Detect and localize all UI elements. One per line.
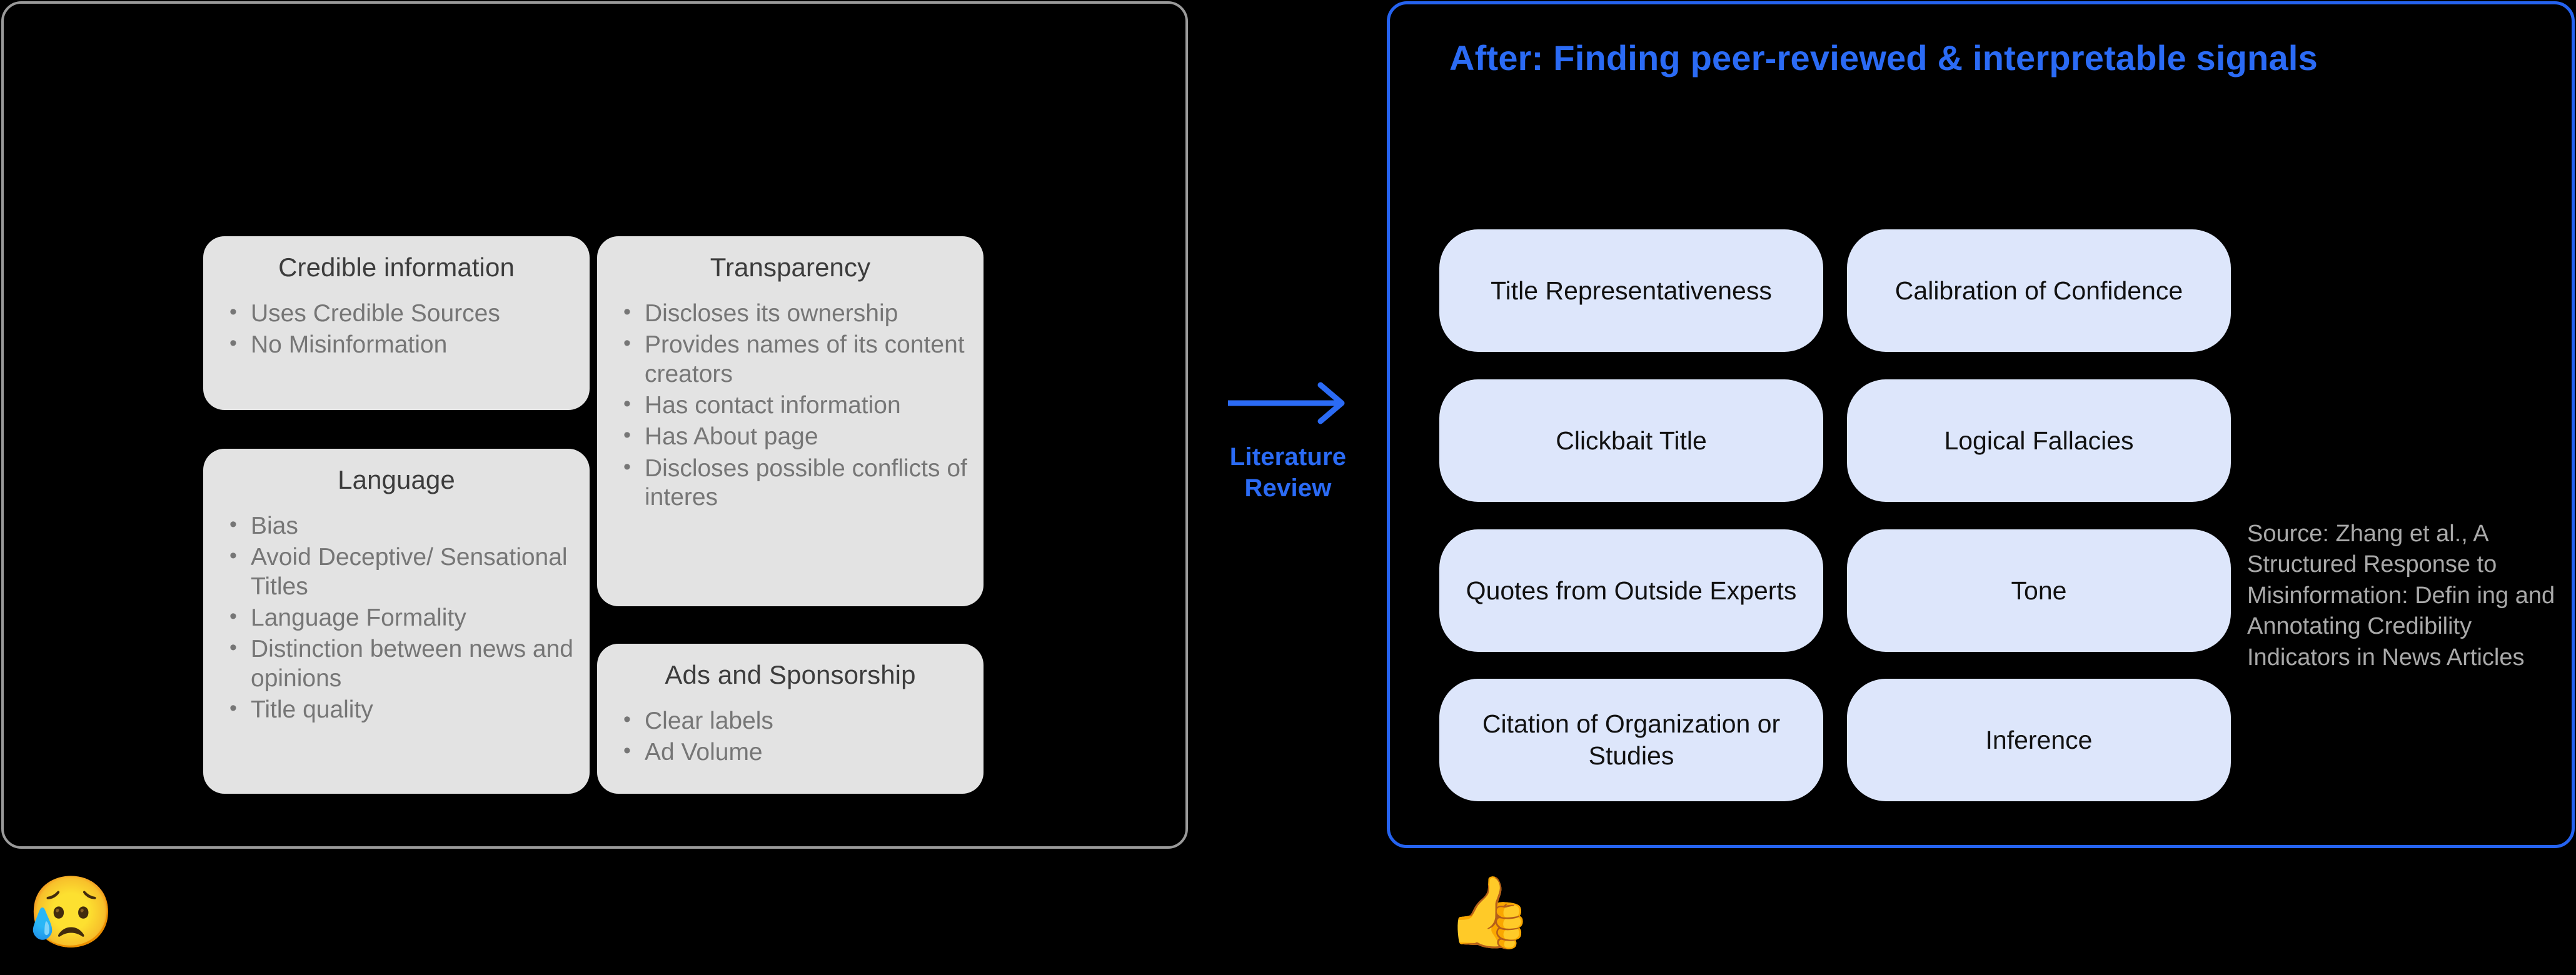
sad-but-relieved-face-icon: 😥 xyxy=(28,873,115,951)
list-item: Language Formality xyxy=(224,602,573,632)
literature-review-line2: Review xyxy=(1244,474,1332,502)
signal-card-citation-of-organization-or-studies[interactable]: Citation of Organization or Studies xyxy=(1439,679,1823,801)
thumbs-up-icon: 👍 xyxy=(1446,873,1533,951)
signal-card-tone[interactable]: Tone xyxy=(1847,529,2231,652)
card-title: Language xyxy=(338,465,455,494)
list-item: No Misinformation xyxy=(224,329,573,359)
signal-card-clickbait-title[interactable]: Clickbait Title xyxy=(1439,379,1823,502)
list-item: Discloses possible conflicts of interes xyxy=(618,453,967,512)
signal-card-title-representativeness[interactable]: Title Representativeness xyxy=(1439,229,1823,352)
list-item: Uses Credible Sources xyxy=(224,298,573,328)
right-arrow-icon xyxy=(1228,382,1345,424)
card-title: Credible information xyxy=(278,252,515,282)
list-item: Avoid Deceptive/ Sensational Titles xyxy=(224,542,573,601)
literature-review-transition: Literature Review xyxy=(1207,381,1369,504)
signal-card-quotes-from-outside-experts[interactable]: Quotes from Outside Experts xyxy=(1439,529,1823,652)
card-credible-information: Credible information Uses Credible Sourc… xyxy=(203,236,590,410)
card-transparency: Transparency Discloses its ownership Pro… xyxy=(597,236,984,606)
source-citation: Source: Zhang et al., A Structured Respo… xyxy=(2247,521,2555,671)
card-title: Transparency xyxy=(710,252,871,282)
literature-review-line1: Literature xyxy=(1229,443,1347,471)
list-item: Title quality xyxy=(224,694,573,724)
list-item: Clear labels xyxy=(618,706,967,736)
before-panel xyxy=(1,1,1188,849)
list-item: Provides names of its content creators xyxy=(618,329,967,389)
after-panel xyxy=(1387,1,2575,848)
card-bullet-list: Uses Credible Sources No Misinformation xyxy=(219,298,573,360)
card-language: Language Bias Avoid Deceptive/ Sensation… xyxy=(203,449,590,794)
after-panel-title: After: Finding peer-reviewed & interpret… xyxy=(1449,38,2318,78)
signal-card-inference[interactable]: Inference xyxy=(1847,679,2231,801)
card-bullet-list: Bias Avoid Deceptive/ Sensational Titles… xyxy=(219,511,573,725)
signal-card-logical-fallacies[interactable]: Logical Fallacies xyxy=(1847,379,2231,502)
card-title: Ads and Sponsorship xyxy=(665,660,916,689)
card-ads-and-sponsorship: Ads and Sponsorship Clear labels Ad Volu… xyxy=(597,644,984,794)
signal-card-calibration-of-confidence[interactable]: Calibration of Confidence xyxy=(1847,229,2231,352)
literature-review-label: Literature Review xyxy=(1207,441,1369,504)
list-item: Distinction between news and opinions xyxy=(224,634,573,693)
list-item: Discloses its ownership xyxy=(618,298,967,328)
card-bullet-list: Clear labels Ad Volume xyxy=(613,706,967,768)
card-bullet-list: Discloses its ownership Provides names o… xyxy=(613,298,967,512)
list-item: Has About page xyxy=(618,421,967,451)
list-item: Bias xyxy=(224,511,573,541)
list-item: Ad Volume xyxy=(618,737,967,767)
list-item: Has contact information xyxy=(618,390,967,420)
